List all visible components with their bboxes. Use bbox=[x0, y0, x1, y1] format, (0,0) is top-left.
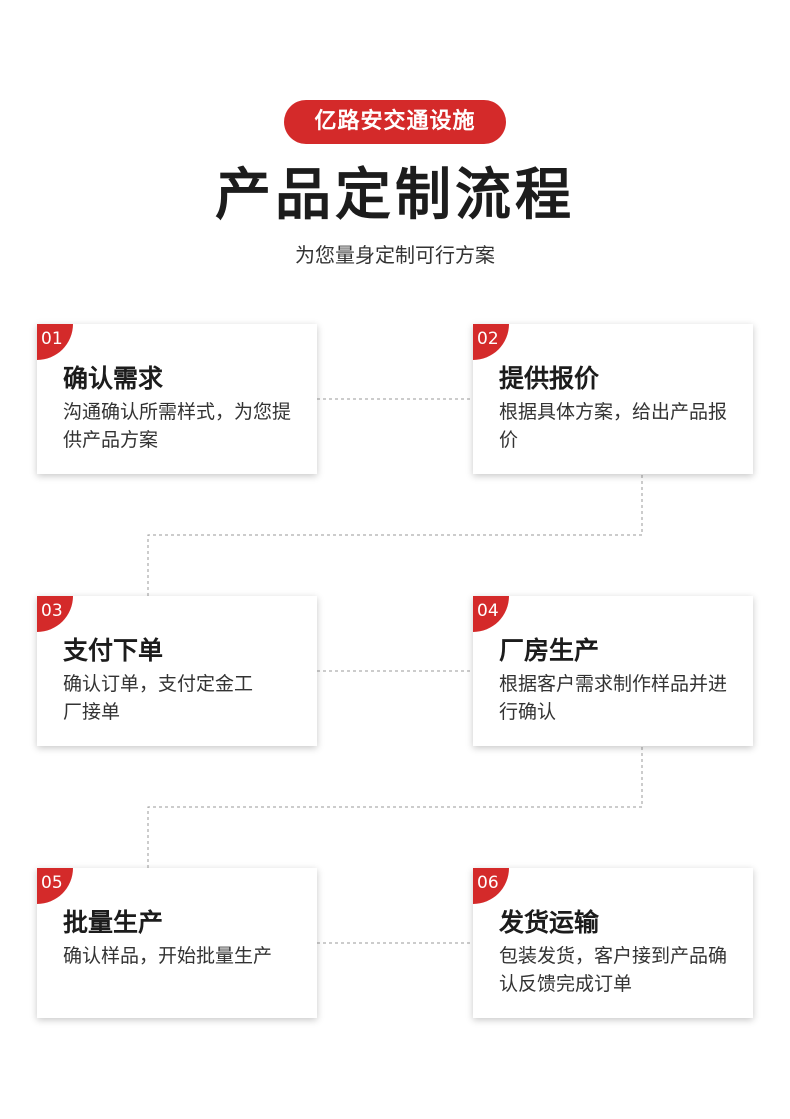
step-card-01: 01 确认需求 沟通确认所需样式，为您提供产品方案 bbox=[37, 324, 317, 474]
step-card-02: 02 提供报价 根据具体方案，给出产品报价 bbox=[473, 324, 753, 474]
step-description: 确认订单，支付定金工厂接单 bbox=[63, 673, 254, 723]
page-subtitle: 为您量身定制可行方案 bbox=[295, 243, 495, 267]
step-description: 沟通确认所需样式，为您提供产品方案 bbox=[63, 401, 292, 451]
step-number-badge: 03 bbox=[37, 596, 73, 632]
step-number-badge: 04 bbox=[473, 596, 509, 632]
brand-badge: 亿路安交通设施 bbox=[284, 100, 506, 144]
step-description: 包装发货，客户接到产品确认反馈完成订单 bbox=[499, 945, 728, 995]
step-description: 根据客户需求制作样品并进行确认 bbox=[499, 673, 728, 723]
step-number-badge: 01 bbox=[37, 324, 73, 360]
step-card-03: 03 支付下单 确认订单，支付定金工厂接单 bbox=[37, 596, 317, 746]
step-title: 批量生产 bbox=[63, 908, 164, 937]
step-title: 提供报价 bbox=[499, 364, 600, 393]
step-description: 确认样品，开始批量生产 bbox=[63, 945, 273, 967]
connector-02-03 bbox=[147, 475, 643, 596]
connector-04-05 bbox=[147, 747, 643, 868]
step-number-badge: 05 bbox=[37, 868, 73, 904]
page-title: 产品定制流程 bbox=[215, 163, 575, 228]
step-title: 发货运输 bbox=[499, 908, 600, 937]
step-number-badge: 02 bbox=[473, 324, 509, 360]
step-title: 厂房生产 bbox=[499, 636, 600, 665]
step-description: 根据具体方案，给出产品报价 bbox=[499, 401, 728, 451]
step-title: 确认需求 bbox=[63, 364, 164, 393]
step-number-badge: 06 bbox=[473, 868, 509, 904]
step-card-06: 06 发货运输 包装发货，客户接到产品确认反馈完成订单 bbox=[473, 868, 753, 1018]
step-card-05: 05 批量生产 确认样品，开始批量生产 bbox=[37, 868, 317, 1018]
step-title: 支付下单 bbox=[63, 636, 164, 665]
step-card-04: 04 厂房生产 根据客户需求制作样品并进行确认 bbox=[473, 596, 753, 746]
